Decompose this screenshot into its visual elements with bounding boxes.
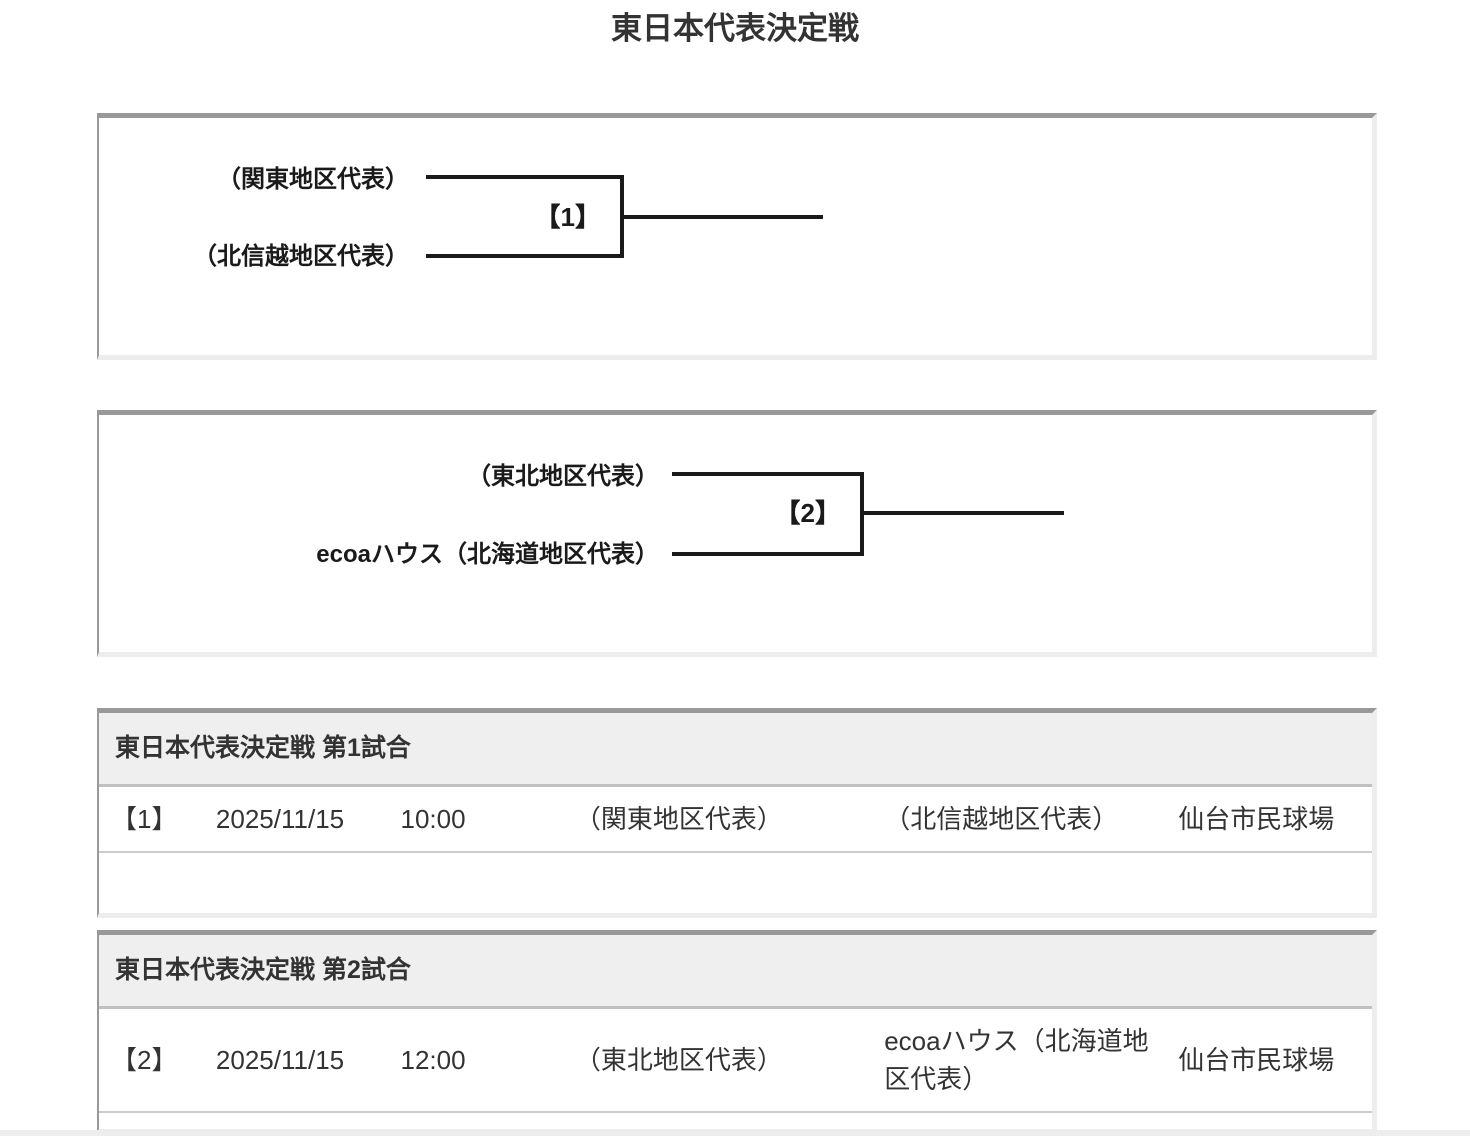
bracket2-winner-line [860,511,1064,515]
date-cell: 2025/11/15 [205,785,391,853]
bracket2-match-number: 【2】 [774,498,841,528]
bracket2-bottom-line [672,552,864,556]
team2-cell: ecoaハウス（北海道地区代表） [874,1007,1169,1113]
date-cell: 2025/11/15 [205,1007,391,1113]
venue-cell: 仙台市民球場 [1168,785,1372,853]
venue-cell: 仙台市民球場 [1168,1007,1372,1113]
bracket2-bottom-team-label: ecoaハウス（北海道地区代表） [316,541,659,568]
bracket1-bottom-team-label: （北信越地区代表） [193,243,409,270]
bracket-panel-1: （関東地区代表） （北信越地区代表） 【1】 [97,113,1377,360]
match-table-panel-2: 東日本代表決定戦 第2試合 【2】 2025/11/15 12:00 （東北地区… [97,930,1377,1134]
bracket2-top-line [672,472,864,476]
team2-cell: （北信越地区代表） [874,785,1169,853]
empty-row [99,852,1372,911]
match-number-cell: 【2】 [99,1007,206,1113]
bracket-panel-2: （東北地区代表） ecoaハウス（北海道地区代表） 【2】 [97,410,1377,657]
page-bottom-edge [0,1130,1470,1136]
empty-cell [99,1112,1372,1128]
time-cell: 10:00 [390,785,565,853]
table-row: 【1】 2025/11/15 10:00 （関東地区代表） （北信越地区代表） … [99,785,1372,853]
bracket1-bottom-line [426,254,624,258]
bracket1-top-line [426,175,624,179]
bracket1-match-number: 【1】 [534,202,601,232]
empty-cell [99,852,1372,911]
match-number-cell: 【1】 [99,785,206,853]
empty-row [99,1112,1372,1128]
time-cell: 12:00 [390,1007,565,1113]
bracket1-winner-line [620,215,823,219]
bracket1-top-team-label: （関東地区代表） [217,166,409,193]
team1-cell: （関東地区代表） [564,785,875,853]
page-title: 東日本代表決定戦 [611,11,859,46]
table2-section-header: 東日本代表決定戦 第2試合 [99,935,1372,1009]
match-table-2: 東日本代表決定戦 第2試合 【2】 2025/11/15 12:00 （東北地区… [99,935,1372,1128]
match-table-panel-1: 東日本代表決定戦 第1試合 【1】 2025/11/15 10:00 （関東地区… [97,708,1377,918]
table-row: 【2】 2025/11/15 12:00 （東北地区代表） ecoaハウス（北海… [99,1007,1372,1113]
table1-section-header: 東日本代表決定戦 第1試合 [99,713,1372,787]
team1-cell: （東北地区代表） [564,1007,875,1113]
bracket2-top-team-label: （東北地区代表） [467,463,659,490]
match-table-1: 東日本代表決定戦 第1試合 【1】 2025/11/15 10:00 （関東地区… [99,713,1372,911]
